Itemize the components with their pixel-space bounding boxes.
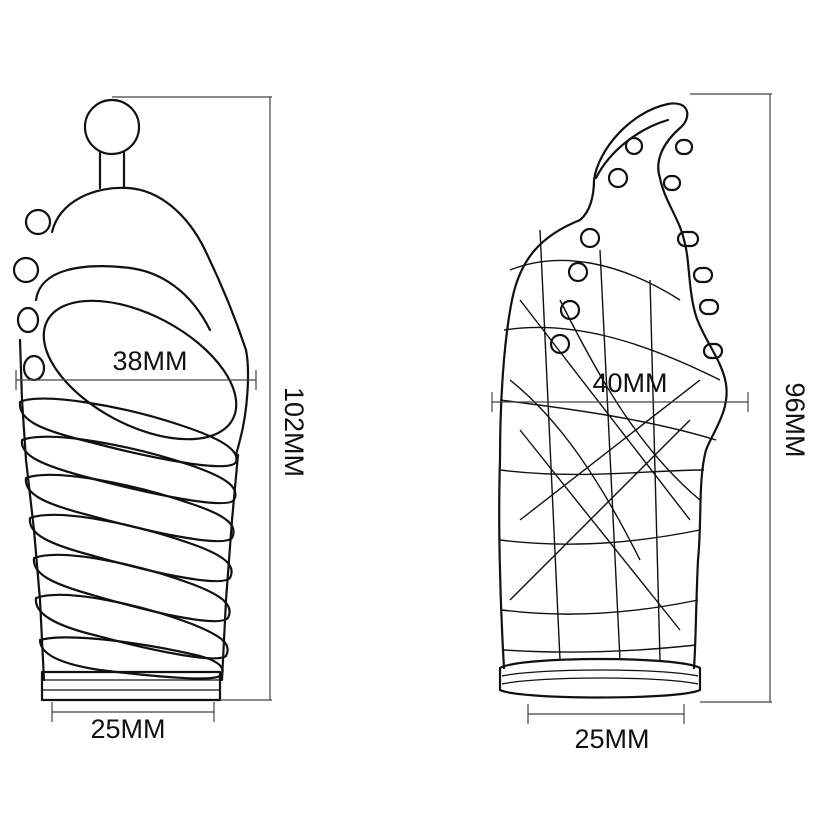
body-left-edge: [18, 338, 46, 682]
right-nubs: [662, 138, 724, 360]
width-line-ticks: [15, 370, 257, 390]
web-pattern: [499, 229, 721, 661]
right-width-label: 40MM: [592, 368, 667, 398]
product-left: [12, 98, 250, 702]
head-opening: [42, 299, 238, 441]
base-line-ticks: [51, 702, 215, 722]
head-cap: [50, 186, 250, 457]
top-ball: [83, 98, 141, 156]
right-base-ring: [498, 657, 702, 699]
right-width-line-ticks: [491, 392, 749, 412]
right-base-line-ticks: [527, 704, 685, 724]
spiral-rings: [18, 397, 238, 680]
head-band: [34, 265, 212, 332]
base-ring: [40, 670, 222, 702]
right-dimensions: [491, 93, 772, 724]
inner-studs: [549, 136, 644, 355]
left-base-label: 25MM: [90, 714, 165, 744]
product-right: [498, 102, 728, 699]
ball-stem: [98, 150, 126, 190]
left-height-label: 102MM: [279, 387, 309, 477]
side-nubs: [12, 208, 52, 382]
left-dimensions: [15, 96, 272, 722]
left-width-label: 38MM: [112, 346, 187, 376]
right-height-label: 96MM: [780, 382, 810, 457]
right-body-outline: [498, 102, 728, 670]
right-base-label: 25MM: [574, 724, 649, 754]
